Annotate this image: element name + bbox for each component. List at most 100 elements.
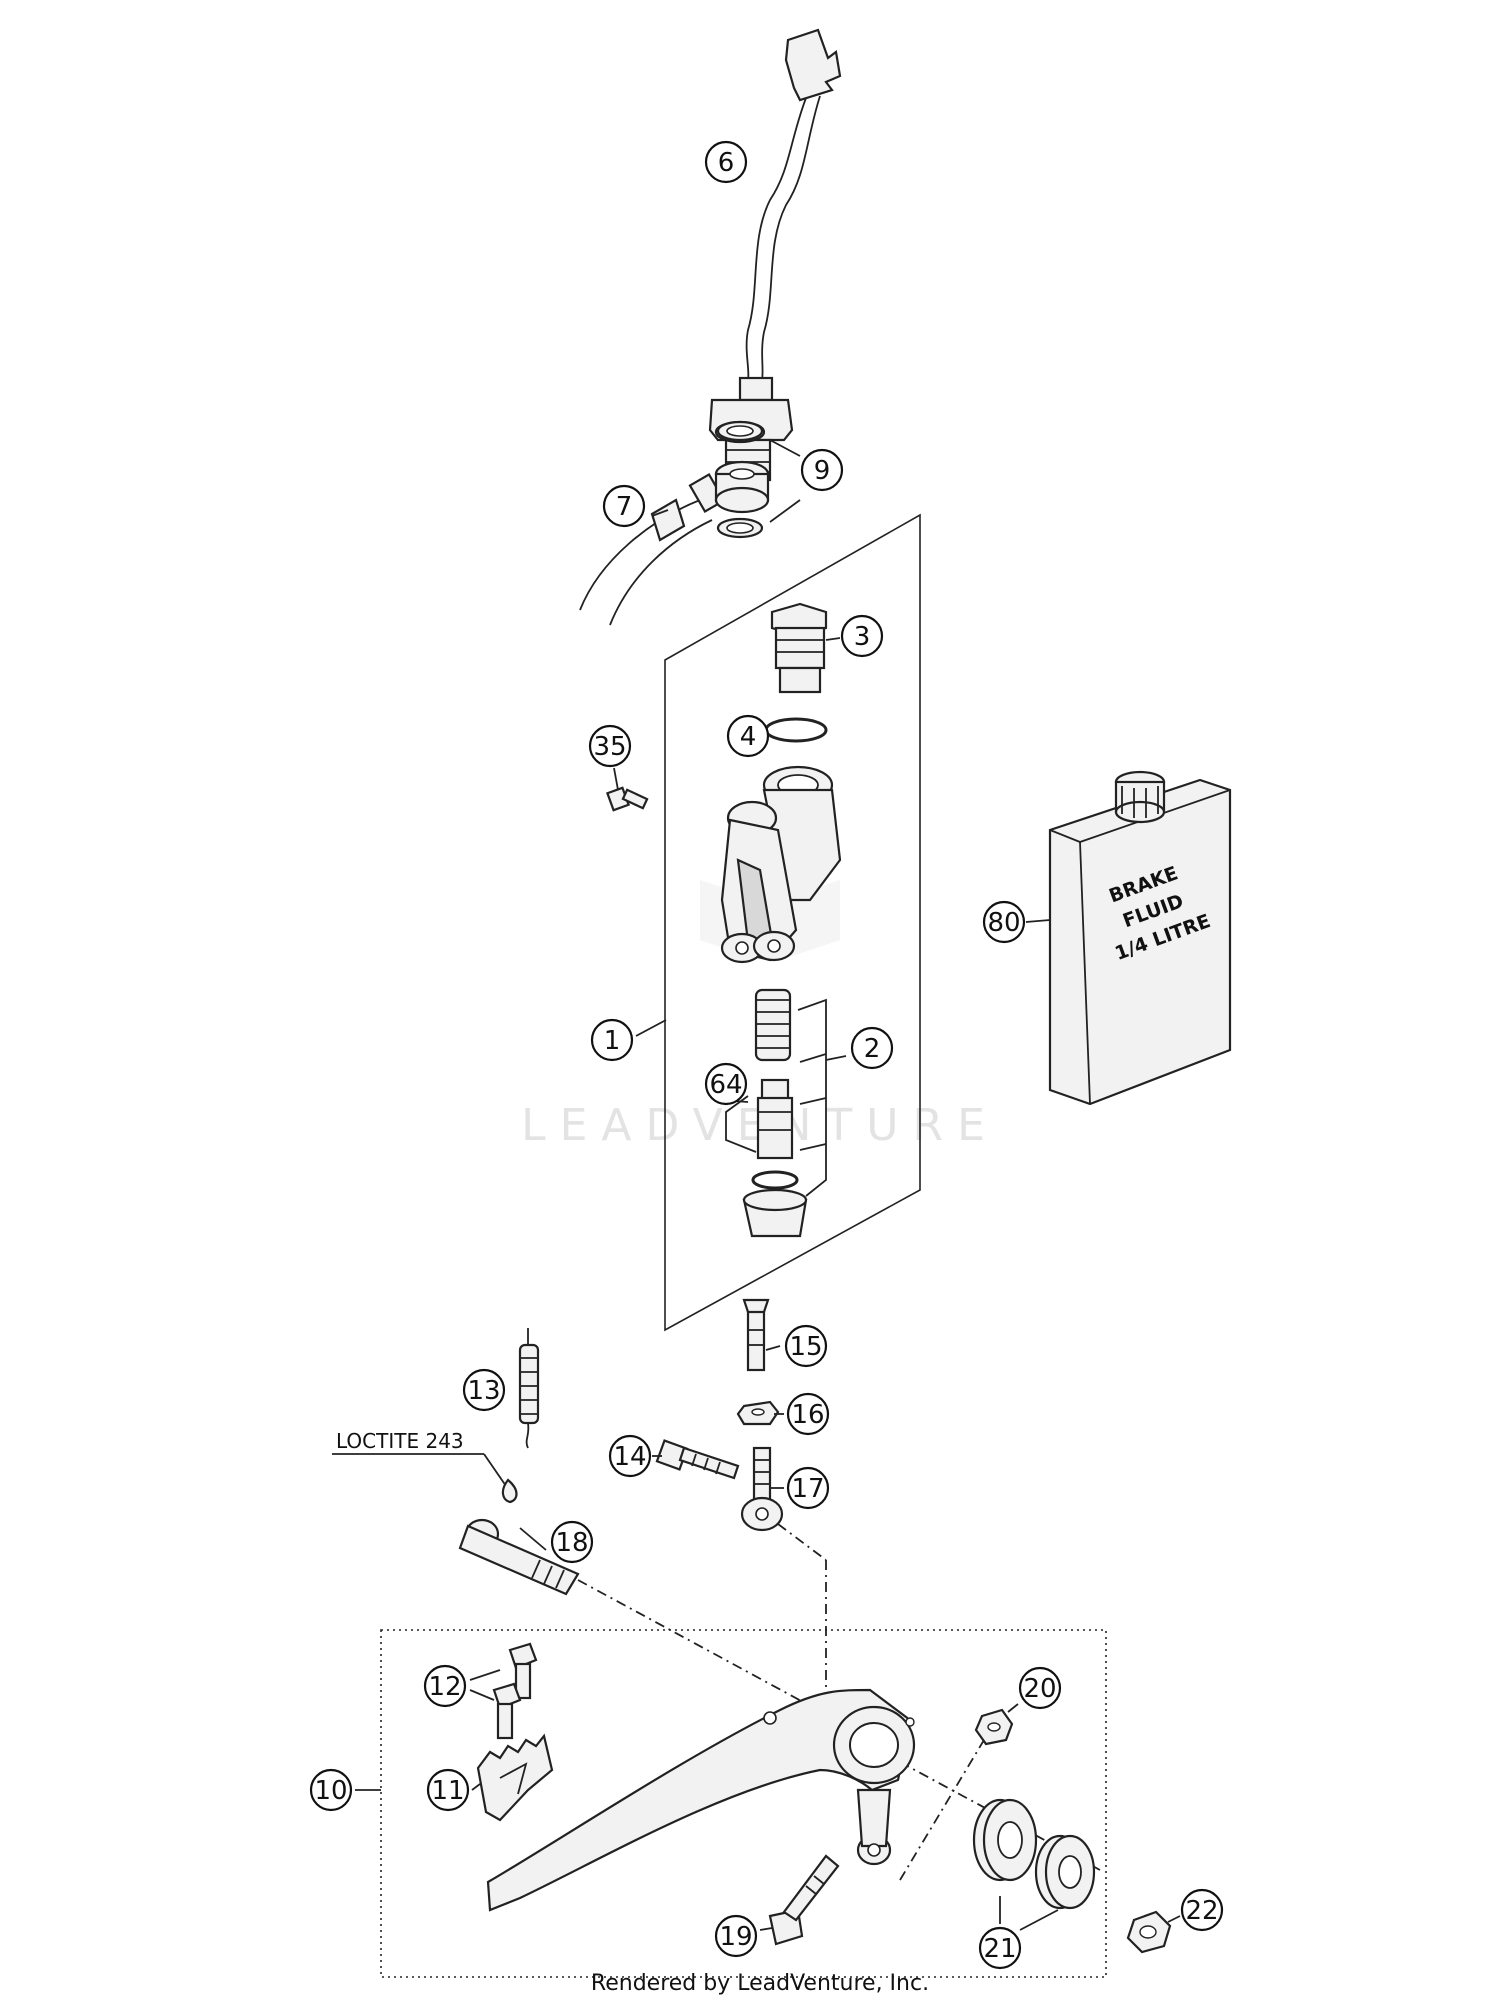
callout-circle (608, 1434, 652, 1478)
callout-number: 4 (740, 722, 757, 752)
bearing-21-left (972, 1798, 1038, 1882)
callout-number: 15 (789, 1332, 822, 1362)
callout-15: 15 (784, 1324, 828, 1368)
leader-19 (759, 1927, 773, 1931)
leader-12-b (469, 1689, 495, 1701)
callout-circle (840, 614, 884, 658)
circlip (751, 1170, 799, 1190)
callout-circle (784, 1324, 828, 1368)
callout-number: 35 (593, 732, 626, 762)
kit-bracket-2 (797, 998, 847, 1197)
callout-circle (726, 714, 770, 758)
callout-35: 35 (588, 724, 632, 768)
nut-20 (974, 1708, 1014, 1746)
brake-pedal-arm (486, 1688, 916, 1912)
piston (756, 1078, 794, 1160)
watermark-text: LEADVENTURE (521, 1100, 999, 1151)
callout-circle (800, 448, 844, 492)
nut-22 (1126, 1910, 1172, 1954)
piston-spring (754, 988, 792, 1062)
callout-number: 2 (864, 1034, 881, 1064)
bearing-21-right (1034, 1834, 1096, 1910)
pivot-bolt (458, 1518, 580, 1596)
leader-3 (825, 637, 841, 641)
callout-17: 17 (786, 1466, 830, 1510)
callout-number: 80 (987, 908, 1020, 938)
callout-number: 16 (791, 1400, 824, 1430)
callout-12: 12 (423, 1664, 467, 1708)
brake-light-switch (708, 28, 842, 482)
callout-circle (423, 1664, 467, 1708)
pedal-step (476, 1733, 554, 1822)
callout-80: 80 (982, 900, 1026, 944)
callout-1: 1 (590, 1018, 634, 1062)
callout-circle (786, 1466, 830, 1510)
callout-number: 3 (854, 622, 871, 652)
callout-64: 64 (704, 1062, 748, 1106)
callout-number: 19 (719, 1922, 752, 1952)
loctite-label: LOCTITE 243 (336, 1429, 464, 1453)
callout-21: 21 (978, 1926, 1022, 1970)
callout-number: 64 (709, 1070, 742, 1100)
push-rod (742, 1298, 770, 1372)
callout-circle (1180, 1888, 1224, 1932)
kit-bracket-64 (725, 1095, 757, 1153)
washer-top-ring (716, 420, 764, 442)
callout-circle (704, 1062, 748, 1106)
callout-18: 18 (550, 1520, 594, 1564)
bolt-19 (768, 1854, 840, 1946)
callout-number: 11 (431, 1776, 464, 1806)
rod-end (740, 1446, 784, 1532)
master-cylinder-frame (664, 513, 921, 1332)
leader-22 (1167, 1915, 1181, 1923)
leader-12-a (469, 1669, 501, 1681)
callout-circle (982, 900, 1026, 944)
leader-20 (1007, 1703, 1019, 1713)
axis-line-pivot (577, 1579, 841, 1723)
callout-circle (550, 1520, 594, 1564)
callout-number: 7 (616, 492, 633, 522)
screw-12-lower (492, 1682, 522, 1740)
callout-number: 12 (428, 1672, 461, 1702)
axis-line-rod-a (777, 1523, 827, 1561)
callout-number: 20 (1023, 1674, 1056, 1704)
reservoir-cap (770, 602, 828, 694)
leader-11 (471, 1783, 481, 1791)
callout-13: 13 (462, 1368, 506, 1412)
brake-hose (579, 460, 770, 626)
loctite-leader (483, 1453, 507, 1487)
callout-circle (588, 724, 632, 768)
callout-number: 1 (604, 1026, 621, 1056)
callout-7: 7 (602, 484, 646, 528)
master-cylinder-body (720, 765, 842, 964)
callout-circle (704, 140, 748, 184)
callout-number: 6 (718, 148, 735, 178)
callout-6: 6 (704, 140, 748, 184)
callout-4: 4 (726, 714, 770, 758)
leader-15 (765, 1345, 781, 1351)
callout-circle (978, 1926, 1022, 1970)
callout-circle (462, 1368, 506, 1412)
callout-number: 9 (814, 456, 831, 486)
callout-16: 16 (786, 1392, 830, 1436)
lock-nut (736, 1400, 780, 1426)
dust-boot (742, 1188, 808, 1238)
leader-21-b (1019, 1909, 1059, 1931)
leader-1 (635, 1019, 667, 1037)
callout-3: 3 (840, 614, 884, 658)
leader-7 (651, 509, 669, 517)
callout-number: 10 (314, 1776, 347, 1806)
credit-text: Rendered by LeadVenture, Inc. (591, 1971, 929, 1996)
brake-pedal-frame (380, 1629, 1107, 1978)
leader-9-top (769, 439, 801, 457)
o-ring (764, 717, 828, 743)
screw-12-upper (508, 1642, 538, 1700)
callout-number: 13 (467, 1376, 500, 1406)
leader-80 (1025, 919, 1051, 923)
callout-circle (1018, 1666, 1062, 1710)
callout-2: 2 (850, 1026, 894, 1070)
callout-circle (602, 484, 646, 528)
callout-circle (786, 1392, 830, 1436)
